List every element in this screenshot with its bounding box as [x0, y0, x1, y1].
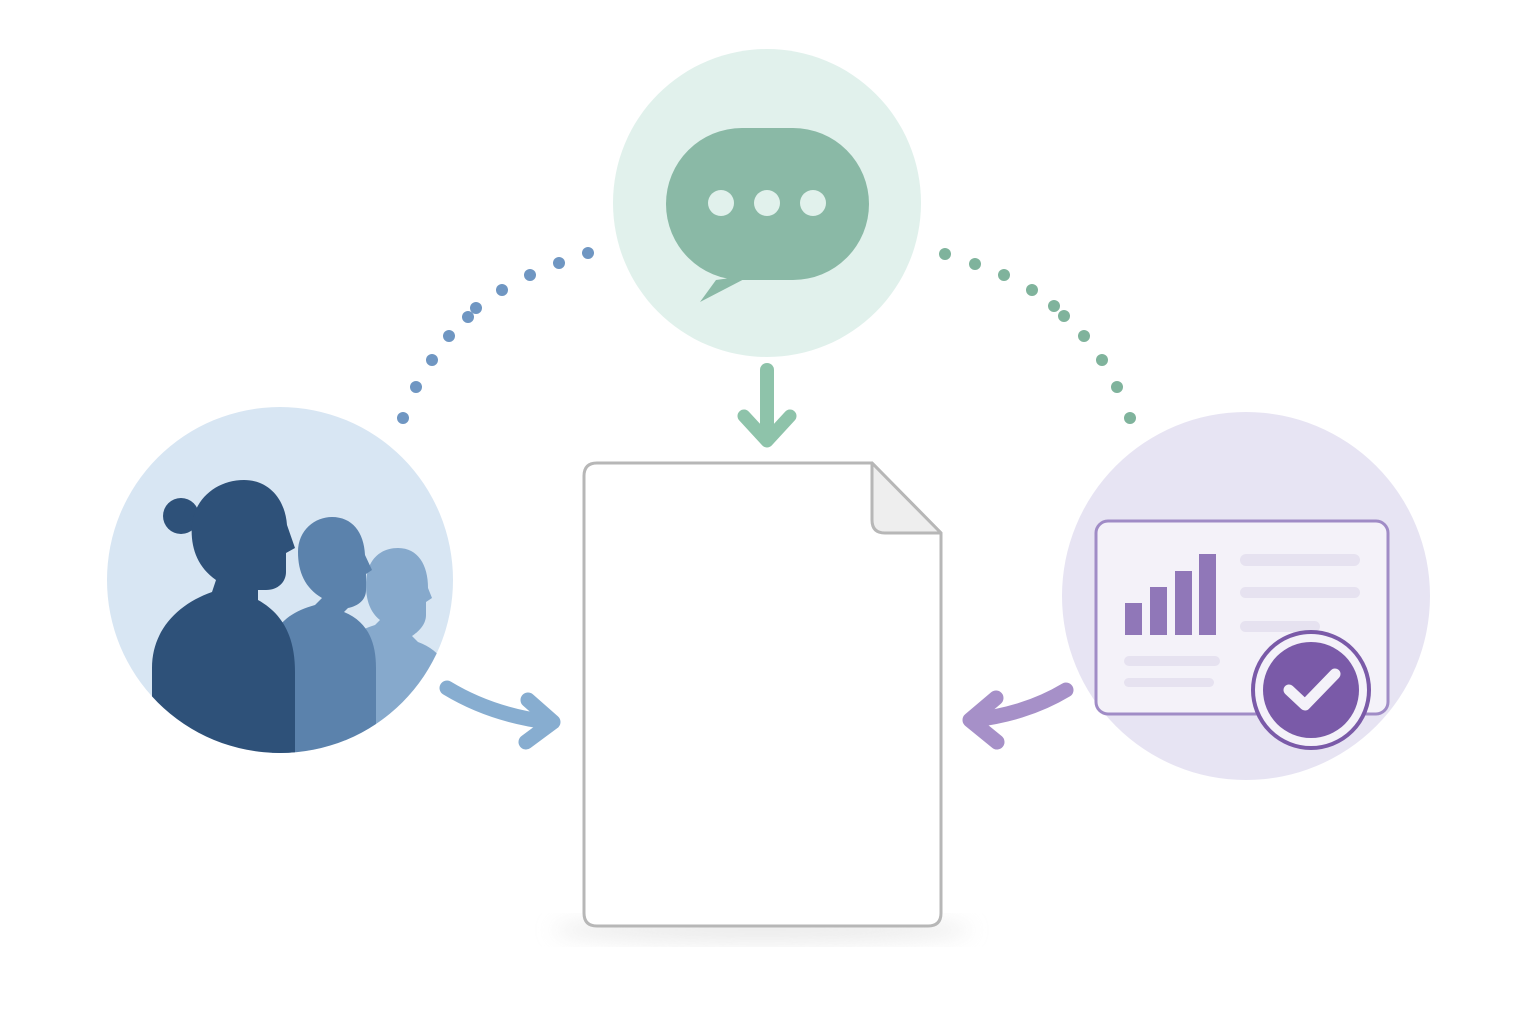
connector-right-dot	[1026, 284, 1038, 296]
connector-right-dot	[939, 248, 951, 260]
connector-right-dot	[969, 258, 981, 270]
dotted-connector-left	[397, 247, 594, 424]
arrow-report-to-document	[962, 682, 1074, 750]
connector-left-dot	[553, 257, 565, 269]
connector-left-dot	[426, 354, 438, 366]
connector-right-dot	[1078, 330, 1090, 342]
connector-left-dot	[582, 247, 594, 259]
arrow-chat-to-document	[737, 363, 797, 448]
document-node	[552, 461, 972, 942]
blank-document-icon	[582, 461, 943, 928]
report-chart-check-icon	[1094, 519, 1390, 750]
connector-left-dot	[397, 412, 409, 424]
chat-node	[613, 49, 921, 357]
connector-left-dot	[524, 269, 536, 281]
connector-right-dot	[1124, 412, 1136, 424]
connector-right-dot	[1048, 300, 1060, 312]
report-node	[1062, 412, 1430, 780]
connector-left-dot	[462, 311, 474, 323]
connector-right-dot	[998, 269, 1010, 281]
arrow-people-to-document	[439, 680, 561, 750]
speech-bubble-icon	[666, 128, 869, 302]
connector-right-dot	[1058, 310, 1070, 322]
people-node	[107, 407, 453, 753]
connector-left-dot	[496, 284, 508, 296]
connector-right-dot	[1111, 381, 1123, 393]
connector-right-dot	[1096, 354, 1108, 366]
connector-left-dot	[470, 302, 482, 314]
connector-left-dot	[443, 330, 455, 342]
dotted-connector-right	[939, 248, 1136, 424]
connector-left-dot	[410, 381, 422, 393]
